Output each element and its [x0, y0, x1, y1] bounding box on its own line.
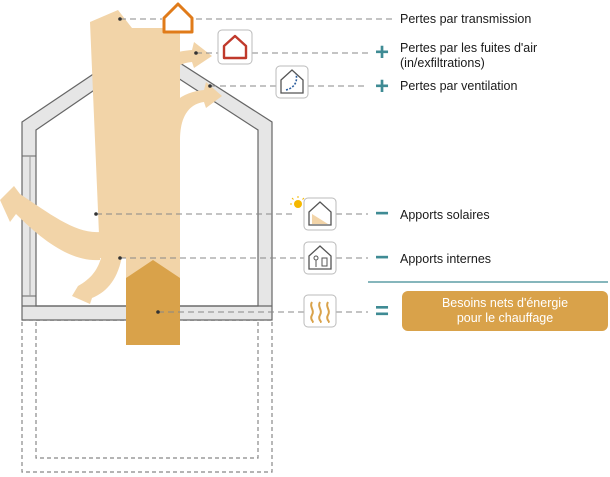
minus-operator-internal: −	[374, 244, 389, 271]
ventilation-flow	[160, 82, 222, 140]
house-transmission-icon	[162, 2, 194, 34]
label-solar: Apports solaires	[400, 208, 490, 222]
plus-operator-ventilation: +	[374, 73, 389, 100]
house-internal-icon	[303, 241, 337, 275]
house-solar-icon	[290, 196, 337, 231]
net-need-flow	[126, 260, 180, 345]
house-leak-icon	[217, 29, 253, 65]
solar-flow	[0, 186, 100, 261]
result-line2: pour le chauffage	[456, 311, 554, 325]
leak-flow	[140, 42, 212, 110]
heating-icon	[303, 294, 337, 328]
minus-operator-solar: −	[374, 200, 389, 227]
result-line1: Besoins nets d'énergie	[441, 296, 569, 310]
basement-outline	[21, 319, 273, 473]
plus-operator-leaks: +	[374, 39, 389, 66]
label-transmission: Pertes par transmission	[400, 12, 532, 26]
internal-flow	[72, 232, 124, 304]
label-leaks-line1: Pertes par les fuites d'air	[400, 41, 538, 55]
leader-lines	[96, 18, 392, 313]
energy-flows	[0, 10, 222, 345]
label-leaks-line2: (in/exfiltrations)	[400, 56, 485, 70]
label-ventilation: Pertes par ventilation	[400, 79, 518, 93]
house-ventilation-icon	[275, 65, 309, 99]
result-box: Besoins nets d'énergie pour le chauffage	[402, 291, 608, 331]
equals-operator: =	[374, 298, 389, 325]
label-internal: Apports internes	[400, 252, 492, 266]
